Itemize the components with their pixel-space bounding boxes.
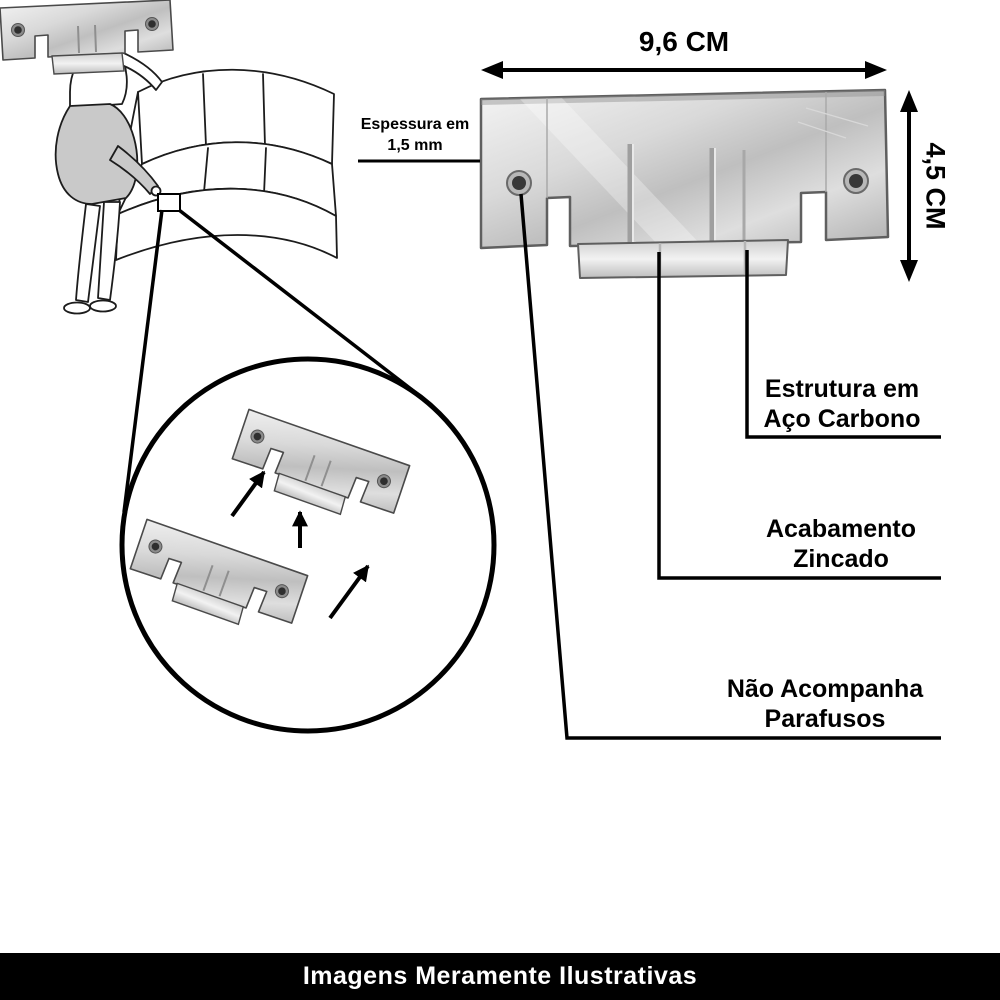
detail-circle [119,356,497,734]
footer-bar: Imagens Meramente Ilustrativas [0,953,1000,1000]
footer-text: Imagens Meramente Ilustrativas [302,962,698,990]
bracket-hole-left-bore [512,176,526,190]
person-shoe [89,299,117,313]
thickness-label: Espessura em 1,5 mm [350,114,480,156]
sofa-seat-seam [203,147,209,193]
callout-material-line1: Estrutura em [764,375,920,403]
callout-finish-line1: Acabamento [765,515,917,543]
bracket-scratch [797,107,869,139]
bracket-ribs [627,144,746,243]
bracket-lip [577,239,789,279]
callout-material: Estrutura em Aço Carbono [742,374,942,434]
person-arm-lower [109,145,159,195]
person-leg [97,201,121,301]
leader-line-material [745,250,941,439]
magnifier-cone-line [122,209,164,513]
leader-line-finish [657,252,941,580]
person-arm-upper [113,49,163,91]
bracket-top-edge [481,90,885,105]
width-dimension-label: 9,6 CM [638,26,730,57]
callout-screws-line2: Parafusos [764,705,886,733]
height-dimension-arrow [900,90,918,282]
thickness-label-line2: 1,5 mm [387,137,443,154]
thickness-label-line1: Espessura em [360,116,470,133]
sofa-back-seam [202,73,207,147]
callout-finish-line2: Zincado [793,545,889,573]
main-bracket-photo [479,88,890,279]
slide-direction-arrows [230,470,370,620]
sofa-back-seam [262,73,266,147]
magnifier [119,208,497,734]
bracket-hole-right-bore [849,174,863,188]
person-leg [75,203,101,303]
slide-arrow-icon [230,470,266,518]
magnifier-cone-line [177,208,422,398]
bracket-plate [479,88,890,250]
bracket-crease [546,92,827,198]
callout-screws: Não Acompanha Parafusos [705,674,945,734]
height-dimension-label: 4,5 CM [920,142,951,230]
sofa-seat-seam [263,147,267,195]
leader-line-screws [519,193,941,740]
person-shoe [63,301,91,315]
callout-finish: Acabamento Zincado [741,514,941,574]
callout-material-line2: Aço Carbono [763,405,921,433]
callout-screws-line1: Não Acompanha [726,675,924,703]
detail-brackets [0,0,414,647]
person-sweater [54,103,139,205]
width-dimension-arrow [481,61,887,79]
bracket-sheen [520,98,702,247]
slide-arrow-icon [328,564,370,620]
bracket-location-marker [157,193,181,212]
